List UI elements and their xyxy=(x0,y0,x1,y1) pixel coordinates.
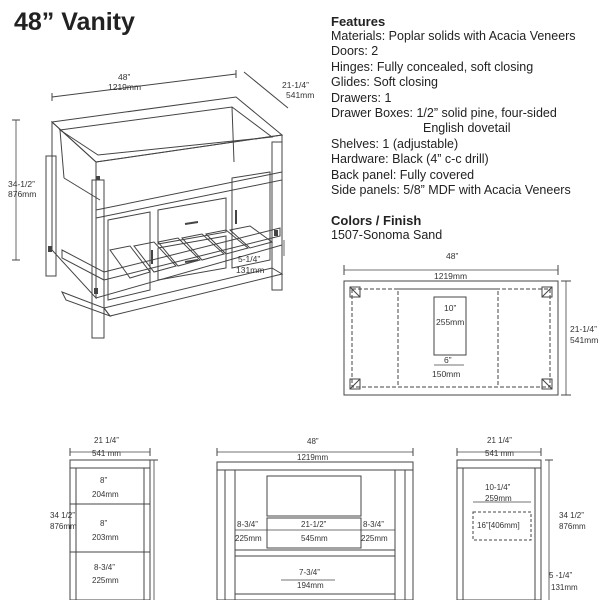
front-view: 48” 1219mm 8-3/4” 225mm 21-1/2” 545mm 8-… xyxy=(216,437,414,600)
persp-height-mm: 876mm xyxy=(8,189,36,199)
color-finish-value: 1507-Sonoma Sand xyxy=(331,228,443,242)
persp-width-in: 48” xyxy=(118,72,130,82)
feature-drawers: Drawers: 1 xyxy=(331,90,392,105)
side-l-width-in: 21 1/4” xyxy=(94,436,119,445)
features-section: Features Materials: Poplar solids with A… xyxy=(331,14,576,198)
persp-shelf-mm: 131mm xyxy=(236,265,264,275)
feature-side-panels: Side panels: 5/8” MDF with Acacia Veneer… xyxy=(331,183,571,198)
top-cutout-h-mm: 255mm xyxy=(436,317,464,327)
side-r-shelf-in: 5 -1/4” xyxy=(549,571,572,580)
side-l-height-mm: 876mm xyxy=(50,522,77,531)
side-r-width-mm: 541 mm xyxy=(485,449,514,458)
top-cutout-w-mm: 150mm xyxy=(432,369,460,379)
side-l-width-mm: 541 mm xyxy=(92,449,121,458)
perspective-drawing: 48” 1219mm 21-1/4” 541mm 34-1/2” 876mm 5… xyxy=(8,70,314,339)
side-l-seg3-in: 8-3/4” xyxy=(94,563,115,572)
side-l-height-in: 34 1/2” xyxy=(50,511,75,520)
feature-shelves: Shelves: 1 (adjustable) xyxy=(331,136,459,151)
feature-back-panel: Back panel: Fully covered xyxy=(331,167,475,182)
persp-width-mm: 1219mm xyxy=(108,82,141,92)
side-r-width-in: 21 1/4” xyxy=(487,436,512,445)
side-r-height-mm: 876mm xyxy=(559,522,586,531)
feature-doors: Doors: 2 xyxy=(331,44,379,59)
front-width-in: 48” xyxy=(307,437,319,446)
side-r-inner-in: 10-1/4” xyxy=(485,483,511,492)
page-title: 48” Vanity xyxy=(14,8,135,36)
persp-height-in: 34-1/2” xyxy=(8,179,35,189)
front-bottom-mm: 194mm xyxy=(297,581,324,590)
side-view-right: 21 1/4” 541 mm 10-1/4” 259mm 16”[406mm] … xyxy=(456,436,586,600)
side-l-seg2-mm: 203mm xyxy=(92,533,119,542)
top-depth-in: 21-1/4” xyxy=(570,324,597,334)
side-view-left: 21 1/4” 541 mm 8” 204mm 8” 203mm 8-3/4” … xyxy=(50,436,158,600)
persp-depth-mm: 541mm xyxy=(286,90,314,100)
top-cutout-w-in: 6” xyxy=(444,355,452,365)
colors-heading: Colors / Finish xyxy=(331,213,422,228)
front-left-mm: 225mm xyxy=(235,534,262,543)
feature-materials: Materials: Poplar solids with Acacia Ven… xyxy=(331,29,576,43)
front-left-in: 8-3/4” xyxy=(237,520,258,529)
colors-section: Colors / Finish 1507-Sonoma Sand xyxy=(331,213,442,243)
top-width-in: 48” xyxy=(446,251,458,261)
front-center-in: 21-1/2” xyxy=(301,520,327,529)
feature-drawer-boxes: Drawer Boxes: 1/2” solid pine, four-side… xyxy=(331,106,557,121)
top-cutout-h-in: 10” xyxy=(444,303,456,313)
persp-shelf-in: 5-1/4” xyxy=(238,254,260,264)
front-right-in: 8-3/4” xyxy=(363,520,384,529)
features-heading: Features xyxy=(331,14,386,29)
feature-hardware: Hardware: Black (4” c-c drill) xyxy=(331,152,489,167)
feature-hinges: Hinges: Fully concealed, soft closing xyxy=(331,59,534,74)
feature-glides: Glides: Soft closing xyxy=(331,75,438,90)
top-view-drawing: 48” 1219mm 21-1/4” 541mm 10” 255mm 6” 15… xyxy=(343,251,598,396)
side-l-seg1-mm: 204mm xyxy=(92,490,119,499)
front-width-mm: 1219mm xyxy=(297,453,328,462)
side-l-seg3-mm: 225mm xyxy=(92,576,119,585)
top-depth-mm: 541mm xyxy=(570,335,598,345)
side-l-seg2-in: 8” xyxy=(100,519,107,528)
side-r-shelf-mm: 131mm xyxy=(551,583,578,592)
side-r-height-in: 34 1/2” xyxy=(559,511,584,520)
persp-depth-in: 21-1/4” xyxy=(282,80,309,90)
side-r-inner-mm: 259mm xyxy=(485,494,512,503)
front-right-mm: 225mm xyxy=(361,534,388,543)
top-width-mm: 1219mm xyxy=(434,271,467,281)
feature-drawer-boxes-cont: English dovetail xyxy=(423,121,511,136)
side-l-seg1-in: 8” xyxy=(100,476,107,485)
side-r-opening: 16”[406mm] xyxy=(477,521,520,530)
front-center-mm: 545mm xyxy=(301,534,328,543)
front-bottom-in: 7-3/4” xyxy=(299,568,320,577)
